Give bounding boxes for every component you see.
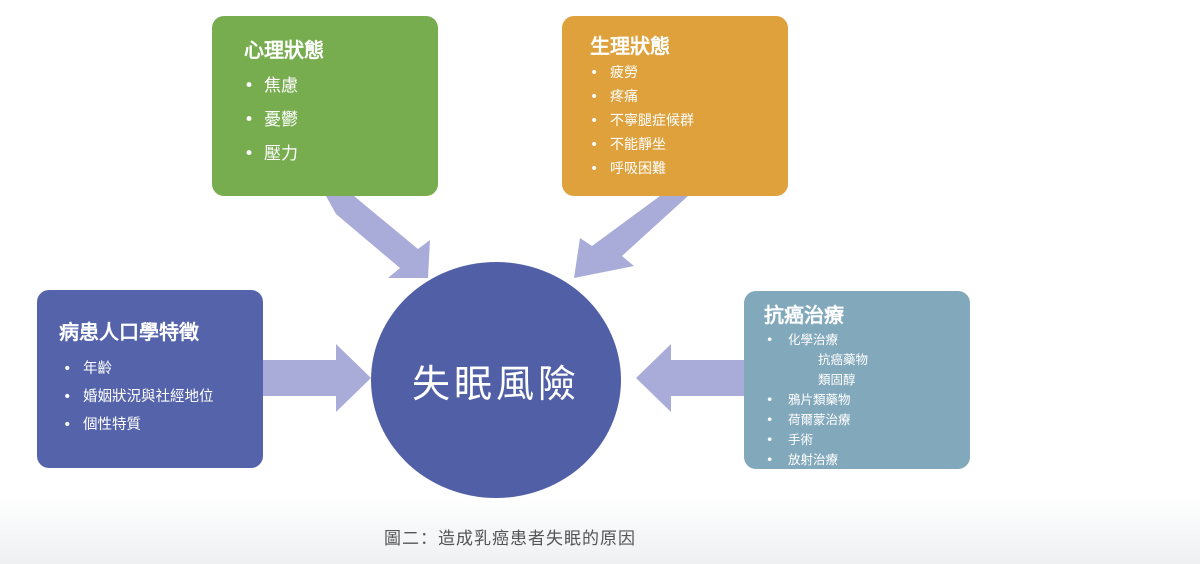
list-item: 類固醇: [818, 372, 856, 387]
list-item: •婚姻狀況與社經地位: [63, 389, 214, 405]
list-item: •不能靜坐: [590, 137, 666, 153]
list-item: •壓力: [244, 144, 298, 164]
list-item: •鴉片類藥物: [766, 392, 851, 407]
list-item: •放射治療: [766, 452, 839, 467]
psychological-list: •焦慮 •憂鬱 •壓力: [244, 69, 438, 171]
psychological-state-box: 心理狀態 •焦慮 •憂鬱 •壓力: [212, 16, 438, 196]
demographics-title: 病患人口學特徵: [59, 320, 199, 344]
arrow-treatment: [636, 344, 744, 412]
insomnia-risk-circle: 失眠風險: [371, 262, 621, 498]
treatment-list: •化學治療 抗癌藥物 類固醇 •鴉片類藥物 •荷爾蒙治療 •手術 •放射治療: [764, 330, 970, 470]
treatment-title: 抗癌治療: [764, 303, 844, 327]
list-item: •手術: [766, 432, 814, 447]
list-item: •焦慮: [244, 76, 298, 96]
list-item: •不寧腿症候群: [590, 113, 694, 129]
arrow-demographics: [263, 344, 371, 412]
center-label: 失眠風險: [411, 361, 580, 406]
arrow-psychological: [326, 196, 430, 278]
list-item: •化學治療: [766, 332, 839, 347]
physiological-title: 生理狀態: [590, 34, 670, 58]
arrow-physiological: [574, 196, 688, 278]
list-item: •呼吸困難: [590, 161, 666, 177]
list-item: •個性特質: [63, 417, 141, 433]
cancer-treatment-box: 抗癌治療 •化學治療 抗癌藥物 類固醇 •鴉片類藥物 •荷爾蒙治療 •手術 •放…: [744, 291, 970, 469]
demographics-box: 病患人口學特徵 •年齡 •婚姻狀況與社經地位 •個性特質: [37, 290, 263, 468]
psychological-title: 心理狀態: [244, 38, 324, 62]
list-item: 抗癌藥物: [818, 352, 869, 367]
physiological-state-box: 生理狀態 •疲勞 •疼痛 •不寧腿症候群 •不能靜坐 •呼吸困難: [562, 16, 788, 196]
caption-text: 圖二：造成乳癌患者失眠的原因: [384, 529, 636, 549]
list-item: •疲勞: [590, 65, 638, 81]
physiological-list: •疲勞 •疼痛 •不寧腿症候群 •不能靜坐 •呼吸困難: [590, 61, 788, 181]
figure-caption: 圖二：造成乳癌患者失眠的原因: [0, 524, 1200, 549]
list-item: •憂鬱: [244, 110, 298, 130]
list-item: •荷爾蒙治療: [766, 412, 851, 427]
list-item: •疼痛: [590, 89, 638, 105]
list-item: •年齡: [63, 361, 112, 377]
demographics-list: •年齡 •婚姻狀況與社經地位 •個性特質: [59, 355, 263, 439]
